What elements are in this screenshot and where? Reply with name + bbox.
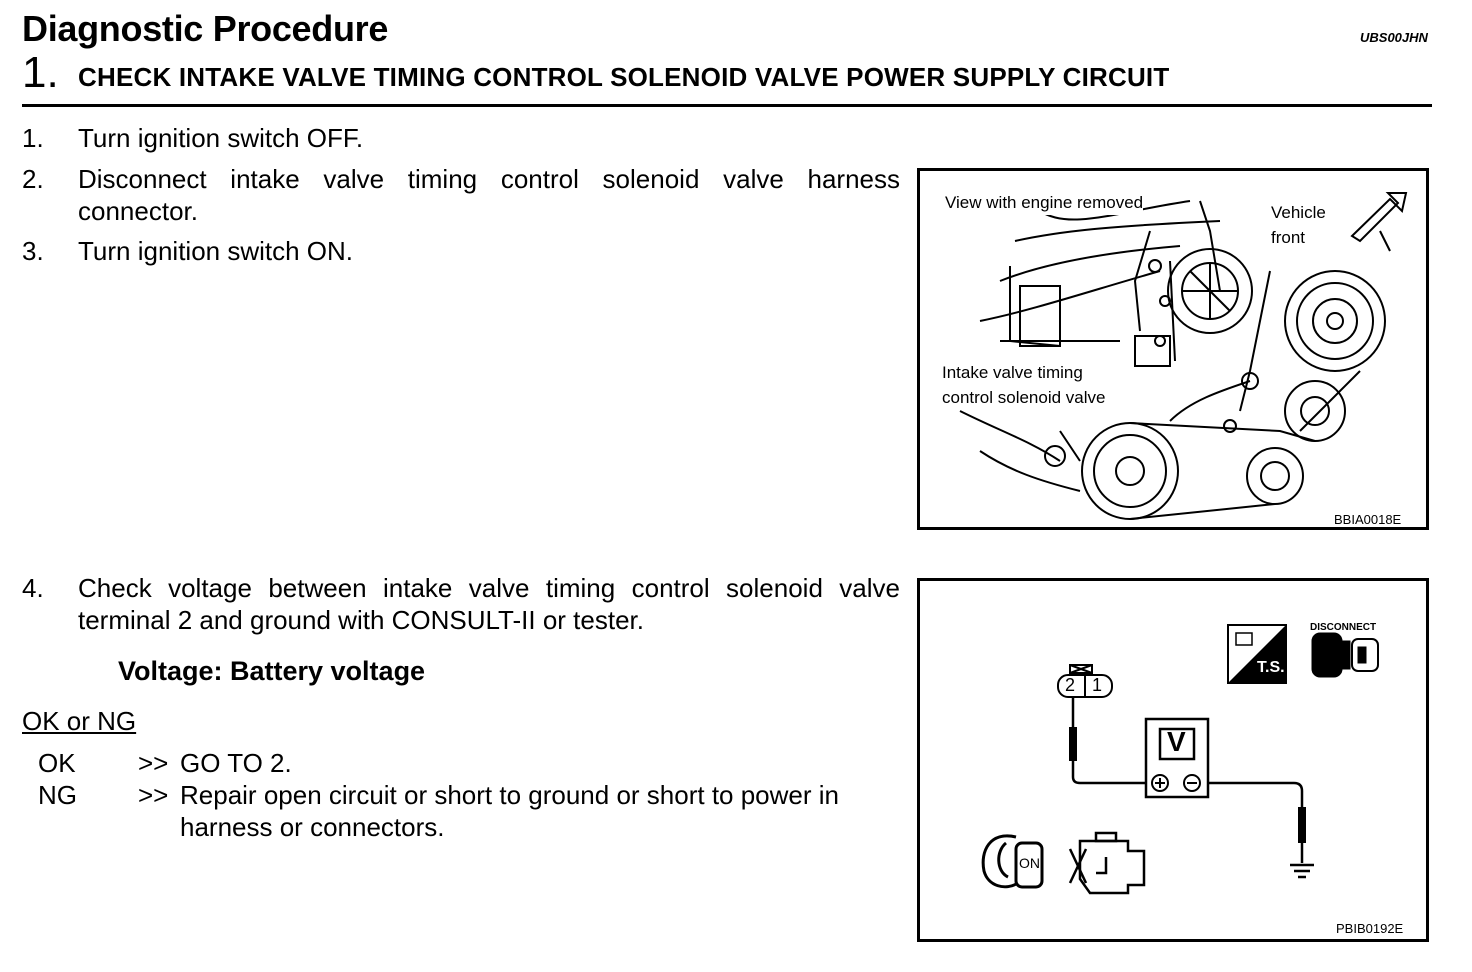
step-number: 1. <box>22 48 59 97</box>
figure-engine-view: View with engine removed Vehicle front I… <box>917 168 1429 530</box>
step-2: 2. Disconnect intake valve timing contro… <box>22 163 900 227</box>
step-1-text: Turn ignition switch OFF. <box>78 123 364 153</box>
disconnect-connector-icon <box>1311 632 1379 678</box>
disconnect-label: DISCONNECT <box>1310 622 1377 633</box>
step-4-number: 4. <box>22 573 44 603</box>
page-title: Diagnostic Procedure <box>22 8 389 49</box>
step-4: 4. Check voltage between intake valve ti… <box>22 572 900 636</box>
step-3-number: 3. <box>22 236 44 266</box>
engine-illustration <box>959 192 1408 520</box>
ignition-key-icon <box>981 834 1044 889</box>
direction-label-line1: Vehicle <box>1271 203 1326 222</box>
result-header: OK or NG <box>22 706 137 736</box>
result-ok-text: GO TO 2. <box>180 748 292 778</box>
step-3-text: Turn ignition switch ON. <box>78 236 354 266</box>
result-ng-label: NG <box>38 780 77 810</box>
title-divider <box>22 104 1432 107</box>
figure-code: BBIA0018E <box>1334 512 1402 527</box>
spec-voltage: Voltage: Battery voltage <box>118 656 426 686</box>
circuit-diagram <box>981 624 1379 895</box>
figure-code: PBIB0192E <box>1336 921 1404 936</box>
terminal-2-label: 2 <box>1065 675 1076 695</box>
document-id: UBS00JHN <box>1360 30 1428 45</box>
terminal-1-label: 1 <box>1092 675 1103 695</box>
step-2-number: 2. <box>22 164 44 194</box>
part-label-line2: control solenoid valve <box>942 385 1106 410</box>
connector-icon <box>1057 664 1113 698</box>
figure-voltage-check: DISCONNECT T.S. 2 1 V ON PBIB0192E <box>917 578 1429 942</box>
probe-positive <box>1069 727 1077 761</box>
result-ng-arrow: >> <box>138 780 169 810</box>
direction-label-line2: front <box>1271 228 1306 247</box>
engine-icon <box>1068 831 1146 895</box>
result-ng-text: Repair open circuit or short to ground o… <box>180 780 840 842</box>
step-4-text: Check voltage between intake valve timin… <box>78 573 900 635</box>
probe-wires <box>1071 697 1314 879</box>
voltmeter-icon <box>1144 717 1210 799</box>
result-ok-label: OK <box>38 748 76 778</box>
ts-icon <box>1227 624 1287 684</box>
figure-caption-top: View with engine removed <box>945 190 1144 215</box>
step-1-number: 1. <box>22 123 44 153</box>
result-ok-arrow: >> <box>138 748 169 778</box>
voltmeter-label: V <box>1167 726 1186 757</box>
ts-label: T.S. <box>1257 659 1285 676</box>
probe-negative <box>1298 807 1306 843</box>
ignition-on-label: ON <box>1019 855 1040 871</box>
part-label-line1: Intake valve timing <box>942 360 1083 385</box>
step-title: CHECK INTAKE VALVE TIMING CONTROL SOLENO… <box>78 62 1170 92</box>
step-2-text: Disconnect intake valve timing control s… <box>78 164 900 226</box>
